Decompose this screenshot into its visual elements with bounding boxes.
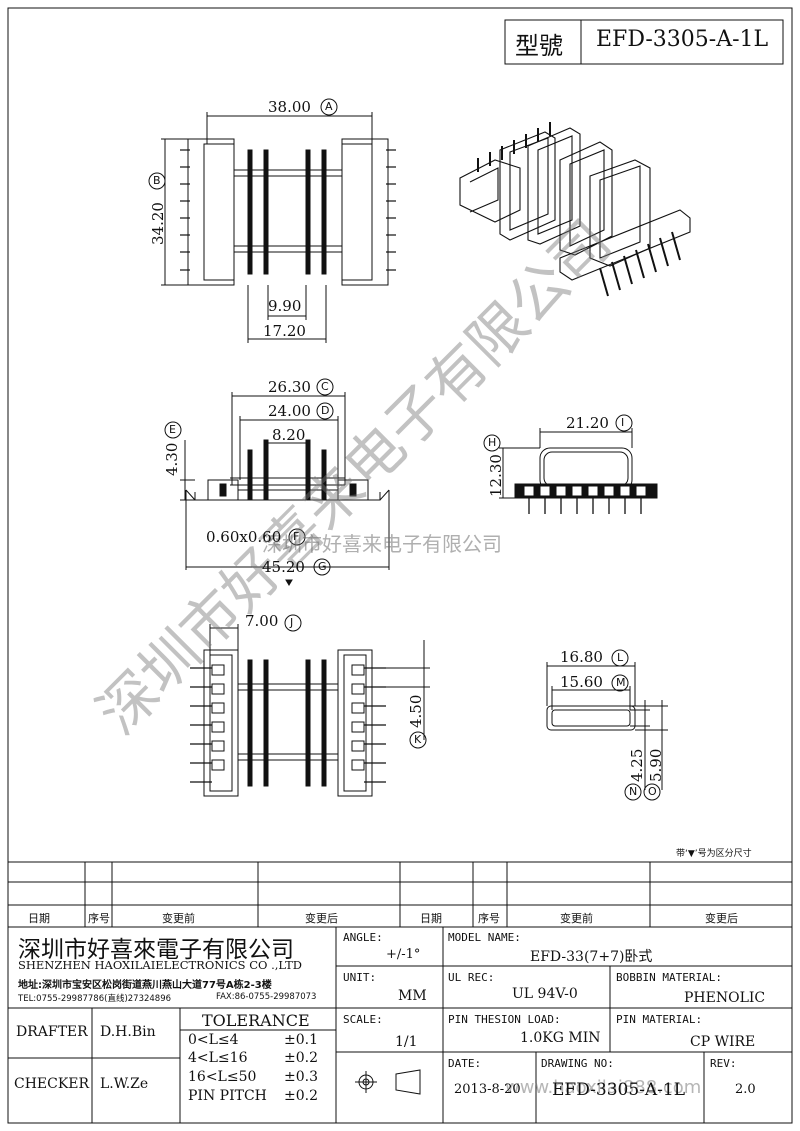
rev-col-no-2: 序号: [478, 912, 500, 925]
dim-e: 4.30: [163, 442, 181, 476]
rev-col-before-1: 变更前: [162, 912, 195, 925]
tag-i: I: [621, 416, 625, 429]
model-name-label: MODEL NAME:: [448, 931, 521, 944]
load-label: PIN THESION LOAD:: [448, 1013, 561, 1026]
checker-value: L.W.Ze: [100, 1076, 149, 1092]
drawing-no-label: DRAWING NO:: [541, 1057, 614, 1070]
dimension-tags: [148, 98, 661, 801]
dim-d: 24.00: [268, 402, 311, 420]
load-value: 1.0KG MIN: [520, 1030, 601, 1046]
company-tel: TEL:0755-29987786(直线)27324896: [18, 994, 172, 1004]
tolerance-value-2: ±0.2: [284, 1050, 318, 1066]
rev-value: 2.0: [735, 1082, 756, 1097]
tolerance-title: TOLERANCE: [202, 1011, 310, 1030]
isometric-view: [459, 122, 691, 297]
tolerance-range-2: 4<L≤16: [188, 1050, 248, 1066]
end-view: [546, 662, 668, 790]
checker-label: CHECKER: [14, 1076, 90, 1092]
tag-b: B: [153, 174, 161, 187]
drawing-border: [7, 7, 793, 1124]
tolerance-range-1: 0<L≤4: [188, 1032, 239, 1048]
dim-m: 15.60: [560, 673, 603, 691]
tag-a: A: [325, 100, 333, 113]
dim-n: 4.25: [628, 748, 646, 782]
projection-symbol: [355, 1069, 421, 1095]
tag-l: L: [617, 651, 624, 664]
dim-inner1: 9.90: [268, 297, 302, 315]
dim-b: 34.20: [149, 202, 167, 245]
tolerance-range-4: PIN PITCH: [188, 1088, 267, 1104]
title-block-grid: [8, 861, 792, 1123]
scale-value: 1/1: [395, 1034, 418, 1050]
tag-k: K: [414, 733, 422, 746]
dim-o: 5.90: [647, 748, 665, 782]
side-view: [499, 428, 658, 514]
model-name-value: EFD-33(7+7)卧式: [530, 949, 653, 965]
rev-col-after-1: 变更后: [305, 912, 338, 925]
dim-g: 45.20: [262, 558, 305, 576]
unit-label: UNIT:: [343, 971, 377, 984]
date-value: 2013-8-20: [454, 1082, 521, 1097]
rev-label: REV:: [710, 1057, 737, 1070]
pin-material-value: CP WIRE: [690, 1034, 756, 1050]
ul-label: UL REC:: [448, 971, 495, 984]
unit-value: MM: [398, 988, 427, 1004]
drafter-label: DRAFTER: [16, 1024, 88, 1040]
rev-col-before-2: 变更前: [560, 912, 593, 925]
tag-c: C: [321, 380, 329, 393]
tolerance-range-3: 16<L≤50: [188, 1069, 257, 1085]
drafter-value: D.H.Bin: [100, 1024, 156, 1040]
company-name-en: SHENZHEN HAOXILAIELECTRONICS CO .,LTD: [18, 958, 302, 972]
tolerance-value-1: ±0.1: [284, 1032, 318, 1048]
note-text: 带‘▼’号为区分尺寸: [676, 849, 752, 859]
tag-g: G: [318, 560, 327, 573]
front-view: [180, 392, 390, 570]
rev-col-date-2: 日期: [420, 912, 442, 925]
bobbin-value: PHENOLIC: [684, 990, 766, 1006]
tag-o: O: [648, 785, 657, 798]
dim-inner3: 8.20: [272, 426, 306, 444]
tag-d: D: [321, 404, 330, 417]
tag-e: E: [169, 423, 176, 436]
tag-n: N: [629, 785, 638, 798]
pin-material-label: PIN MATERIAL:: [616, 1013, 703, 1026]
date-label: DATE:: [448, 1057, 482, 1070]
company-address: 地址:深圳市宝安区松岗街道燕川燕山大道77号A栋2-3楼: [18, 980, 272, 991]
rev-col-no-1: 序号: [88, 912, 110, 925]
angle-value: +/-1°: [386, 947, 421, 962]
watermark-mid: 深圳市好喜来电子有限公司: [262, 532, 502, 556]
company-name-cn: 深圳市好喜來電子有限公司: [18, 937, 294, 963]
drawing-no-value: EFD-3305-A-1L: [552, 1080, 686, 1100]
model-label: 型號: [515, 32, 563, 60]
tag-j: J: [290, 616, 294, 629]
bottom-view: [190, 624, 430, 797]
dim-k: 4.50: [407, 694, 425, 728]
scale-label: SCALE:: [343, 1013, 383, 1026]
angle-label: ANGLE:: [343, 931, 383, 944]
top-view: [161, 112, 396, 343]
model-box: [504, 19, 784, 65]
rev-col-date-1: 日期: [28, 912, 50, 925]
bobbin-label: BOBBIN MATERIAL:: [616, 971, 722, 984]
tolerance-value-3: ±0.3: [284, 1069, 318, 1085]
tag-m: M: [616, 676, 626, 689]
dim-j: 7.00: [245, 612, 279, 630]
company-fax: FAX:86-0755-29987073: [216, 992, 317, 1002]
dim-f: 0.60x0.60: [206, 528, 282, 546]
ul-value: UL 94V-0: [512, 986, 578, 1002]
tag-f: F: [293, 530, 300, 543]
dim-l: 16.80: [560, 648, 603, 666]
dim-inner2: 17.20: [263, 322, 306, 340]
watermark-bottom: www.haoxilai888.com: [505, 1077, 702, 1098]
dim-h: 12.30: [487, 454, 505, 497]
tag-h: H: [488, 436, 497, 449]
tolerance-value-4: ±0.2: [284, 1088, 318, 1104]
dim-a: 38.00: [268, 98, 311, 116]
dim-c: 26.30: [268, 378, 311, 396]
rev-col-after-2: 变更后: [705, 912, 738, 925]
model-value: EFD-3305-A-1L: [596, 27, 769, 52]
dim-i: 21.20: [566, 414, 609, 432]
